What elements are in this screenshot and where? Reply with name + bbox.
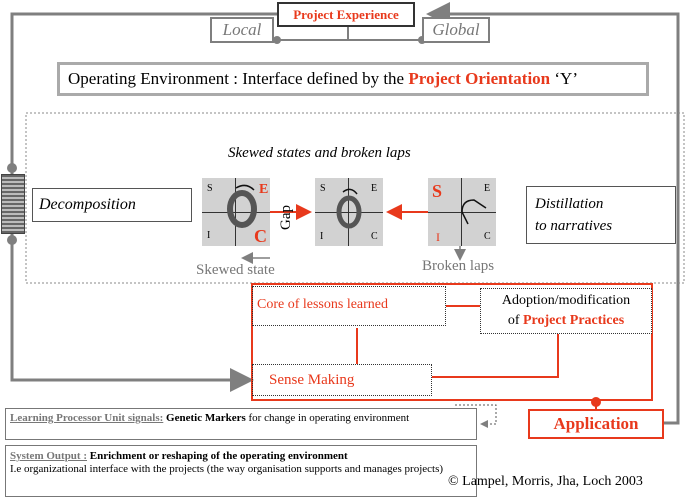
broken-laps-label: Broken laps [422, 258, 495, 274]
core-lessons-box[interactable]: Core of lessons learned [252, 286, 446, 326]
adoption-box[interactable]: Adoption/modification of Project Practic… [480, 288, 652, 334]
skewed-loop-icon [227, 184, 257, 228]
decomposition-label: Decomposition [39, 196, 136, 213]
quad2-c: C [371, 231, 378, 242]
signals-box: Learning Processor Unit signals: Genetic… [5, 408, 477, 440]
quad3-c: C [484, 231, 491, 242]
quad1-i: I [207, 230, 211, 241]
application-label: Application [553, 414, 639, 433]
project-experience-label: Project Experience [293, 7, 399, 22]
lessons-frame [251, 283, 653, 401]
quad3-i: I [436, 230, 440, 244]
distillation-box[interactable]: Distillation to narratives [526, 186, 676, 244]
input-port-icon [1, 174, 25, 234]
quad2-i: I [320, 231, 324, 242]
quad1-c: C [254, 226, 267, 246]
quad3-e: E [484, 183, 491, 194]
application-box[interactable]: Application [528, 409, 664, 439]
process-title: Skewed states and broken laps [228, 145, 411, 161]
output-label: System Output : [10, 450, 88, 462]
credit: © Lampel, Morris, Jha, Loch 2003 [448, 474, 643, 489]
distillation-line1: Distillation [535, 196, 604, 212]
signals-label: Learning Processor Unit signals: [10, 412, 164, 424]
broken-lap-icon [461, 199, 487, 225]
signals-bold: Genetic Markers [163, 412, 246, 424]
global-label: Global [432, 20, 480, 39]
adoption-line1: Adoption/modification [501, 293, 631, 308]
environment-prefix: Operating Environment : Interface define… [68, 69, 409, 88]
skewed-state-label: Skewed state [196, 262, 275, 278]
local-label: Local [222, 20, 262, 39]
quad2-e: E [371, 183, 378, 194]
sense-making-label: Sense Making [269, 372, 355, 388]
global-box[interactable]: Global [422, 17, 490, 43]
quad2-s: S [320, 183, 326, 194]
adoption-prefix: of [507, 313, 523, 328]
operating-environment-box: Operating Environment : Interface define… [57, 62, 649, 96]
local-box[interactable]: Local [210, 17, 274, 43]
balanced-loop-icon [336, 188, 362, 229]
project-practices-label: Project Practices [523, 313, 625, 328]
decomposition-box[interactable]: Decomposition [32, 188, 192, 222]
signals-rest: for change in operating environment [245, 412, 410, 424]
quad1-s: S [207, 183, 213, 194]
project-orientation-label: Project Orientation [408, 69, 551, 88]
quad1-e: E [259, 182, 269, 197]
gap-label: Gap [278, 205, 294, 230]
local-knob [273, 36, 281, 44]
project-experience-box[interactable]: Project Experience [277, 2, 415, 27]
quadrant-balanced: S E I C [315, 178, 383, 246]
environment-suffix: ‘Y’ [550, 69, 578, 88]
quadrant-skewed: S E I C [202, 178, 270, 246]
output-box: System Output : Enrichment or reshaping … [5, 445, 477, 497]
quad3-s: S [432, 181, 443, 201]
distillation-line2: to narratives [535, 218, 613, 234]
output-bold: Enrichment or reshaping of the operating… [87, 450, 348, 462]
return-loop-line [426, 2, 680, 425]
output-rest: I.e organizational interface with the pr… [10, 463, 444, 475]
sense-making-box[interactable]: Sense Making [252, 364, 432, 396]
core-lessons-label: Core of lessons learned [257, 297, 389, 312]
application-knob [591, 397, 601, 407]
quadrant-broken: S E I C [428, 178, 496, 246]
